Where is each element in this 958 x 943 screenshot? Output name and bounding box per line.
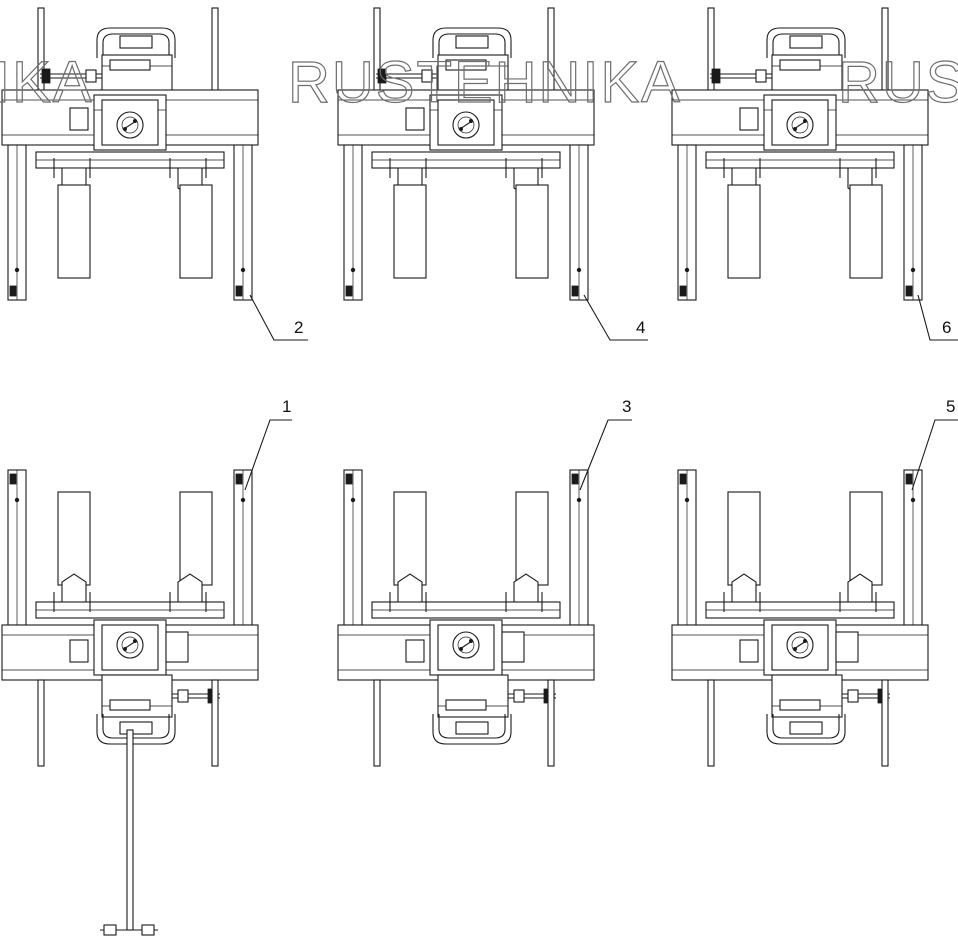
watermark-right: RUS bbox=[838, 50, 958, 115]
watermark-left: IKA bbox=[0, 50, 94, 115]
watermark-center: RUSTEHNIKA bbox=[288, 50, 682, 115]
machine-view-1 bbox=[1, 469, 259, 767]
callout-4: 4 bbox=[636, 318, 645, 337]
watermark: IKA RUSTEHNIKA RUS bbox=[0, 49, 958, 115]
callout-1: 1 bbox=[282, 397, 291, 416]
machine-view-5 bbox=[671, 469, 929, 767]
callout-6: 6 bbox=[942, 318, 951, 337]
callout-5: 5 bbox=[946, 397, 955, 416]
callout-2: 2 bbox=[294, 318, 303, 337]
callout-leaders bbox=[244, 294, 958, 491]
callout-3: 3 bbox=[622, 397, 631, 416]
machine-view-3 bbox=[337, 469, 595, 767]
t-handle bbox=[100, 729, 158, 936]
